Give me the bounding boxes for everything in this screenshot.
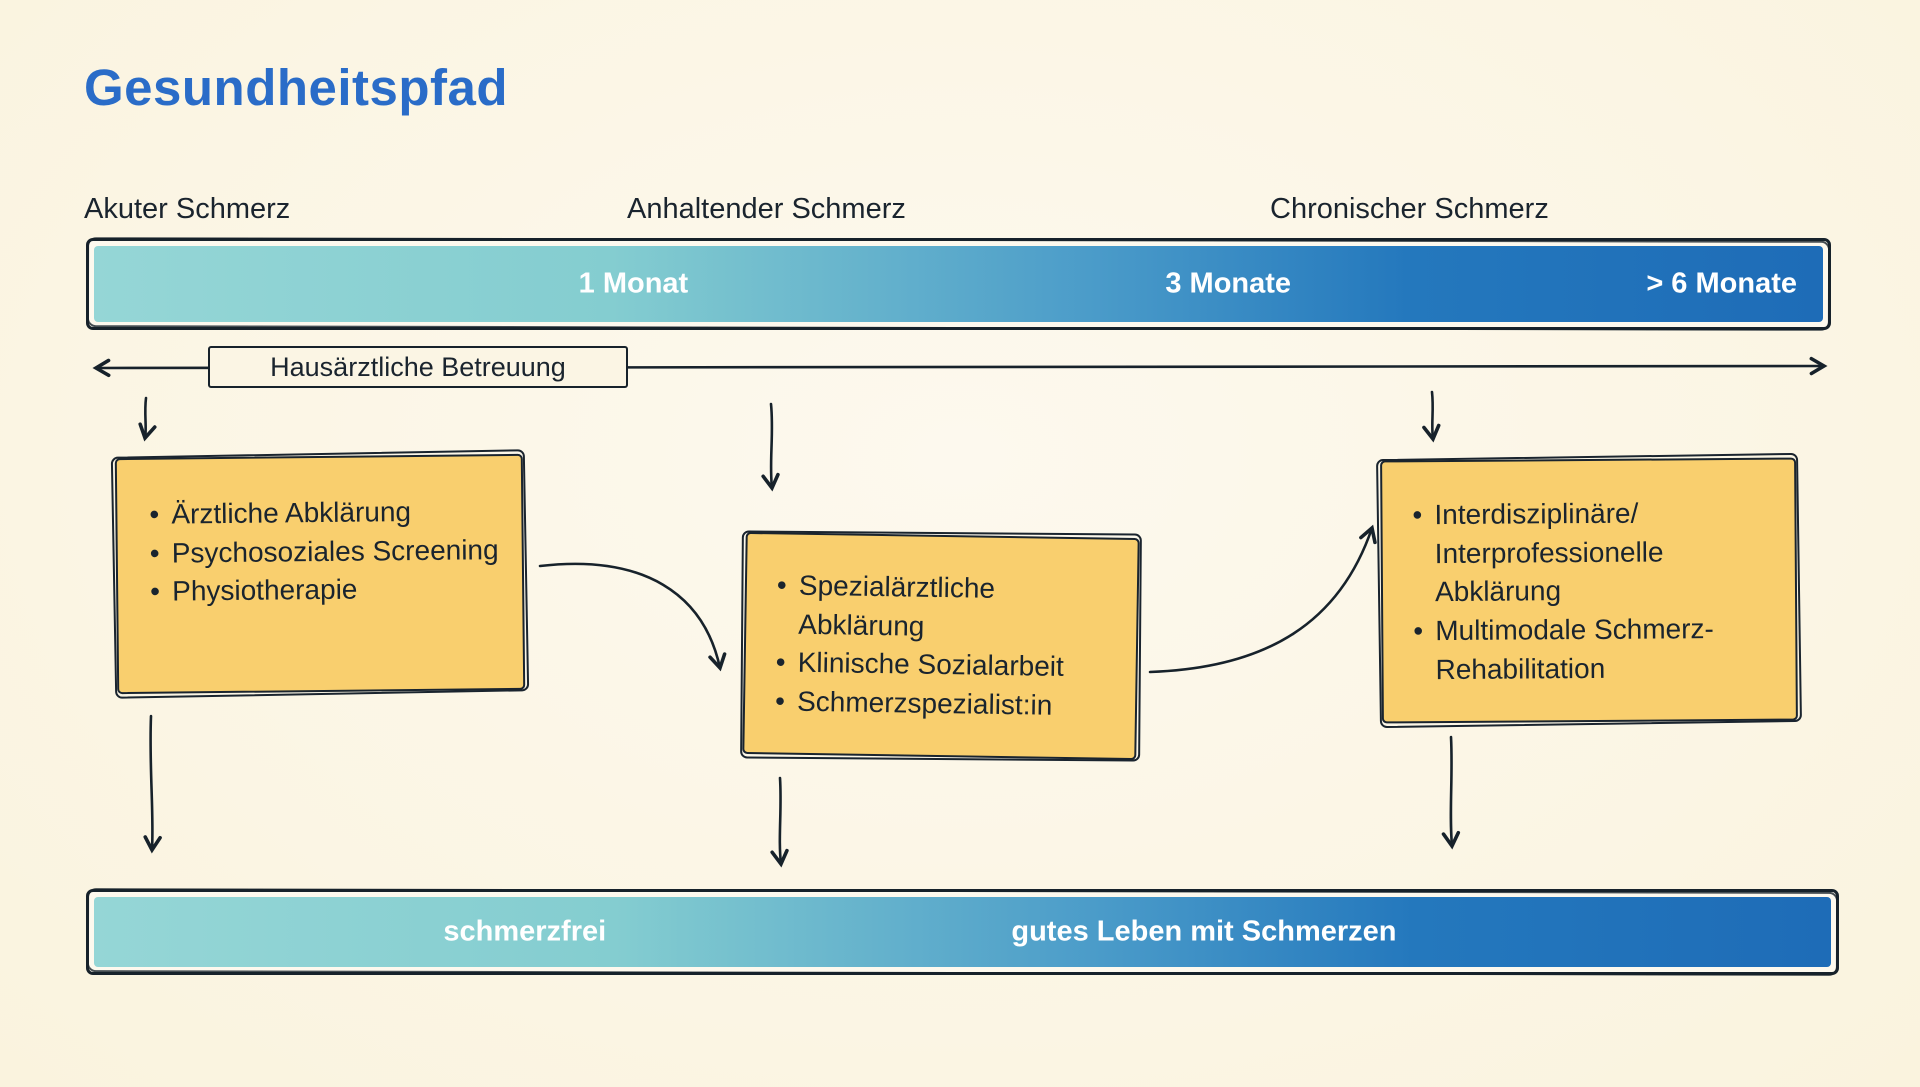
page-title: Gesundheitspfad <box>84 59 509 116</box>
list-item: Physiotherapie <box>148 569 502 611</box>
care-band-label: Hausärztliche Betreuung <box>208 346 628 388</box>
list-item: Ärztliche Abklärung <box>147 492 501 534</box>
persistent-care-list: Spezialärztliche Abklärung Klinische Soz… <box>773 566 1121 726</box>
list-item: Klinische Sozialarbeit <box>773 644 1120 688</box>
timeline-label-1-monat: 1 Monat <box>578 267 689 300</box>
arrow-left-to-mid-box <box>538 562 727 672</box>
arrow-mid-box-to-outcome <box>770 776 789 868</box>
list-item: Multimodale Schmerz-Rehabilitation <box>1411 610 1778 690</box>
list-item: Interdisziplinäre/ Interprofessionelle A… <box>1410 494 1777 612</box>
arrow-timeline-to-right-box <box>1422 390 1441 443</box>
arrow-timeline-to-left-box <box>138 396 157 442</box>
outcome-label-schmerzfrei: schmerzfrei <box>443 915 607 948</box>
timeline-bar-gradient: 1 Monat 3 Monate > 6 Monate <box>94 246 1823 322</box>
timeline-bar: 1 Monat 3 Monate > 6 Monate <box>86 238 1831 330</box>
chronic-care-box: Interdisziplinäre/ Interprofessionelle A… <box>1380 457 1798 724</box>
arrow-right-box-to-outcome <box>1441 735 1461 850</box>
persistent-care-box: Spezialärztliche Abklärung Klinische Soz… <box>742 531 1140 761</box>
timeline-label-6-monate: > 6 Monate <box>1646 267 1797 300</box>
phase-label-akuter-schmerz: Akuter Schmerz <box>84 193 291 225</box>
chronic-care-list: Interdisziplinäre/ Interprofessionelle A… <box>1410 494 1777 690</box>
list-item: Schmerzspezialist:in <box>773 682 1120 726</box>
arrow-left-box-to-outcome <box>143 714 162 854</box>
outcome-bar-gradient: schmerzfrei gutes Leben mit Schmerzen <box>94 897 1831 967</box>
timeline-label-3-monate: 3 Monate <box>1165 267 1292 300</box>
list-item: Psychosoziales Screening <box>148 531 502 573</box>
acute-care-box: Ärztliche Abklärung Psychosoziales Scree… <box>114 453 526 695</box>
arrow-mid-to-right-box <box>1148 524 1377 674</box>
acute-care-list: Ärztliche Abklärung Psychosoziales Scree… <box>147 492 502 612</box>
outcome-bar: schmerzfrei gutes Leben mit Schmerzen <box>86 889 1839 975</box>
outcome-label-gutes-leben: gutes Leben mit Schmerzen <box>1011 915 1397 948</box>
phase-label-chronischer-schmerz: Chronischer Schmerz <box>1270 193 1549 225</box>
list-item: Spezialärztliche Abklärung <box>774 566 1121 649</box>
phase-label-anhaltender-schmerz: Anhaltender Schmerz <box>627 193 906 225</box>
arrow-timeline-to-mid-box <box>761 402 780 492</box>
